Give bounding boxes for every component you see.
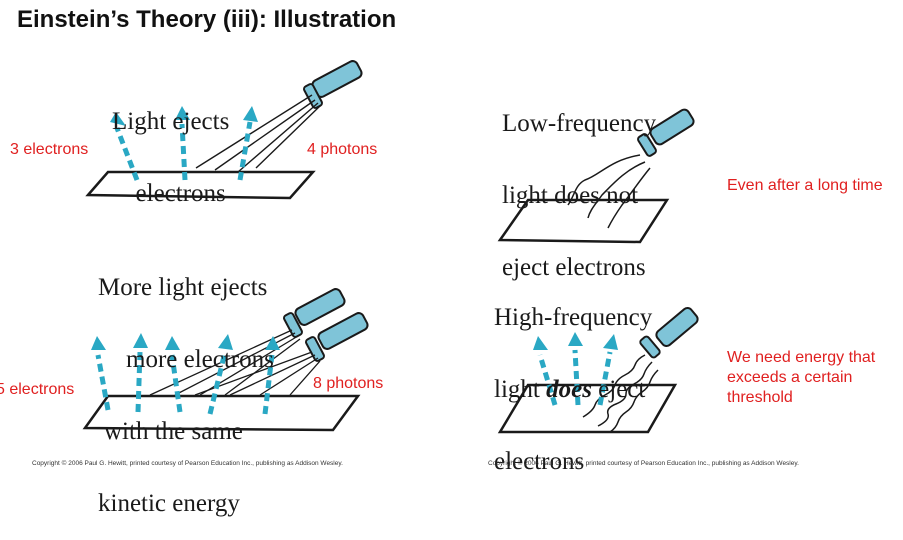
annotation-8-photons: 8 photons [313,375,384,392]
caption-line: light does not [502,182,639,209]
electron-arrow [95,354,111,411]
caption-top-right: Low-frequency light does not eject elect… [502,64,656,304]
electron-arrows-top-left [114,121,253,181]
caption-fragment: light [494,376,547,403]
annotation-5-electrons: 5 electrons [0,381,75,398]
flashlight-bottom-left-2 [305,312,369,362]
electron-arrow [537,354,558,406]
metal-plate-top-right [497,198,670,244]
metal-plate-top-left [85,170,316,200]
copyright-right: Copyright © 2006 Paul G. Hewitt, printed… [488,460,799,467]
flashlight-bottom-right [639,307,699,359]
flashlight-bottom-left-1 [283,288,346,338]
annotation-3-electrons: 3 electrons [10,141,89,158]
annotation-line: We need energy that [727,349,876,366]
electron-arrow [597,351,613,406]
electron-arrow [179,123,188,181]
caption-line: with the same [104,418,243,445]
caption-fragment: eject [591,376,646,403]
caption-line: kinetic energy [98,490,240,517]
caption-line: electrons [135,180,226,207]
electron-arrow [207,351,228,415]
caption-line: Low-frequency [502,110,657,137]
caption-emphasis: does [546,376,592,403]
caption-line: electrons [494,448,585,475]
electron-arrow [135,351,143,413]
photoelectric-illustration [82,60,699,434]
caption-line: more electrons [126,346,274,373]
flashlight-top-right [637,108,695,157]
caption-top-left: Light ejects electrons [112,62,229,230]
caption-line: eject electrons [502,254,646,281]
copyright-left: Copyright © 2006 Paul G. Hewitt, printed… [32,460,343,467]
electron-arrow [572,349,581,406]
annotation-energy-threshold: We need energy that exceeds a certain th… [727,348,875,408]
electron-arrow [262,354,275,415]
caption-line: Light ejects [112,108,230,135]
metal-plate-bottom-left [82,394,361,432]
caption-line: High-frequency [494,304,653,331]
high-frequency-waves [582,354,659,433]
metal-plate-bottom-right [497,383,678,434]
annotation-4-photons: 4 photons [307,141,378,158]
low-frequency-waves [567,154,651,229]
electron-arrow [114,127,140,181]
annotation-line: exceeds a certain [727,369,853,386]
electron-arrow [237,121,253,181]
caption-bottom-right: High-frequency light does eject electron… [494,258,652,498]
page-title: Einstein’s Theory (iii): Illustration [17,6,397,33]
caption-bottom-left: More light ejects more electrons with th… [98,228,274,540]
annotation-line: threshold [727,389,793,406]
light-rays-top-left [195,94,321,173]
electron-arrow [169,354,183,413]
caption-line: More light ejects [98,274,268,301]
annotation-even-after-long-time: Even after a long time [727,177,883,194]
caption-line: light does eject [494,376,652,403]
